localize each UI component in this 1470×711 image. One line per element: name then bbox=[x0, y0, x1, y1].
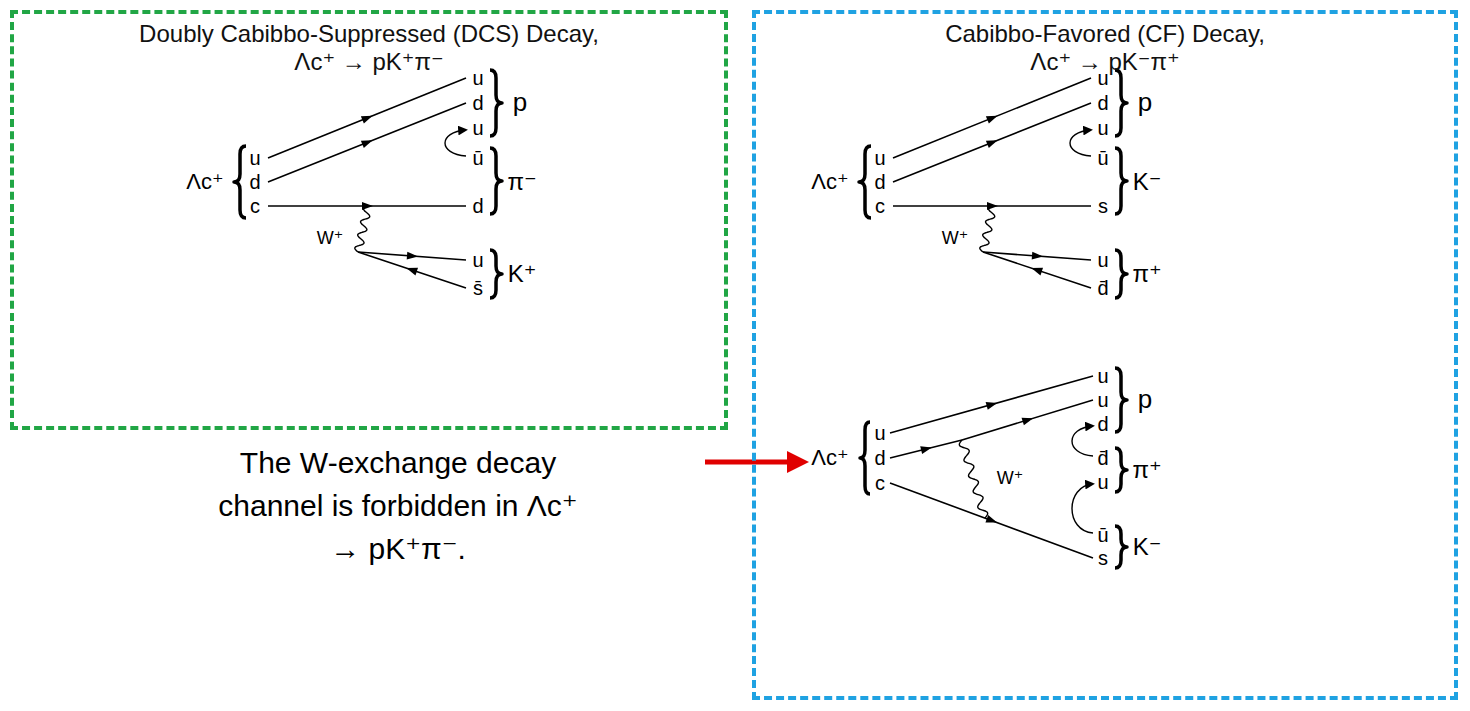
particle-label: ū bbox=[472, 147, 483, 170]
particle-label: K⁻ bbox=[1133, 168, 1162, 196]
particle-label: π⁻ bbox=[507, 168, 536, 196]
w-boson-line bbox=[355, 206, 370, 252]
pair-creation-arrow bbox=[1072, 484, 1093, 533]
quark-arrow bbox=[1032, 252, 1044, 261]
particle-label: u bbox=[1097, 389, 1108, 412]
quark-arrow bbox=[986, 399, 999, 410]
particle-label: u bbox=[472, 67, 483, 90]
particle-label: u bbox=[472, 249, 483, 272]
quark-line bbox=[893, 78, 1091, 158]
quark-arrow bbox=[1030, 264, 1043, 275]
brace bbox=[490, 250, 502, 298]
particle-label: p bbox=[1138, 385, 1152, 415]
brace bbox=[1115, 148, 1127, 214]
particle-label: s bbox=[1098, 547, 1108, 570]
quark-line bbox=[962, 400, 1093, 440]
particle-label: u bbox=[1097, 249, 1108, 272]
particle-label: u bbox=[874, 147, 885, 170]
particle-label: K⁺ bbox=[508, 260, 537, 288]
note-text: The W-exchange decay channel is forbidde… bbox=[218, 441, 578, 570]
particle-label: d bbox=[1097, 92, 1108, 115]
particle-label: d bbox=[874, 447, 885, 470]
particle-label: Λc⁺ bbox=[811, 445, 848, 470]
brace bbox=[860, 422, 870, 494]
quark-line bbox=[983, 252, 1091, 288]
quark-arrow bbox=[920, 444, 933, 454]
quark-line bbox=[890, 376, 1093, 433]
brace bbox=[490, 148, 502, 214]
particle-label: Λc⁺ bbox=[186, 169, 223, 194]
quark-line bbox=[358, 252, 466, 288]
particle-label: π⁺ bbox=[1132, 260, 1161, 288]
particle-label: d̄ bbox=[1097, 447, 1108, 470]
particle-label: u bbox=[472, 117, 483, 140]
particle-label: W⁺ bbox=[942, 228, 969, 249]
particle-label: d bbox=[472, 195, 483, 218]
w-boson-line bbox=[980, 206, 995, 252]
brace bbox=[234, 146, 246, 218]
quark-line bbox=[893, 103, 1091, 182]
brace bbox=[1115, 250, 1127, 298]
pair-creation-arrow bbox=[1072, 426, 1093, 456]
particle-label: d bbox=[874, 171, 885, 194]
brace bbox=[859, 146, 871, 218]
particle-label: u bbox=[249, 147, 260, 170]
particle-label: u bbox=[1097, 471, 1108, 494]
quark-arrow bbox=[361, 137, 374, 149]
particle-label: s̄ bbox=[473, 277, 483, 300]
quark-arrow bbox=[986, 112, 999, 124]
particle-label: d bbox=[472, 92, 483, 115]
particle-label: p bbox=[513, 88, 527, 118]
dashed-panel: Doubly Cabibbo-Suppressed (DCS) Decay, Λ… bbox=[10, 10, 728, 430]
particle-label: Λc⁺ bbox=[811, 169, 848, 194]
brace bbox=[1115, 70, 1127, 136]
particle-label: ū bbox=[1097, 524, 1108, 547]
brace bbox=[490, 70, 502, 136]
particle-label: ū bbox=[1097, 147, 1108, 170]
particle-label: K⁻ bbox=[1133, 533, 1162, 561]
quark-line bbox=[983, 252, 1091, 260]
quark-line bbox=[268, 78, 466, 158]
quark-line bbox=[268, 103, 466, 182]
pair-creation-arrow bbox=[445, 130, 466, 156]
quark-line bbox=[890, 440, 962, 458]
quark-line bbox=[890, 483, 1093, 558]
quark-arrow bbox=[361, 112, 374, 124]
brace bbox=[1115, 526, 1127, 568]
particle-label: d bbox=[249, 171, 260, 194]
quark-arrow bbox=[407, 252, 419, 261]
particle-label: c bbox=[250, 195, 260, 218]
quark-line bbox=[358, 252, 466, 260]
particle-label: p bbox=[1138, 88, 1152, 118]
brace bbox=[1115, 368, 1127, 432]
particle-label: d̄ bbox=[1097, 277, 1108, 300]
particle-label: u bbox=[1097, 365, 1108, 388]
particle-label: π⁺ bbox=[1132, 456, 1161, 484]
particle-label: s bbox=[1098, 195, 1108, 218]
particle-label: u bbox=[1097, 117, 1108, 140]
panel-title: Doubly Cabibbo-Suppressed (DCS) Decay, Λ… bbox=[129, 20, 609, 76]
brace bbox=[1115, 448, 1127, 492]
particle-label: W⁺ bbox=[317, 228, 344, 249]
pair-creation-arrow bbox=[1070, 130, 1091, 156]
w-boson-line bbox=[959, 440, 987, 518]
particle-label: d bbox=[1097, 413, 1108, 436]
particle-label: u bbox=[1097, 67, 1108, 90]
quark-arrow bbox=[1022, 414, 1035, 425]
particle-label: c bbox=[875, 195, 885, 218]
quark-arrow bbox=[985, 515, 998, 526]
quark-arrow bbox=[405, 264, 418, 275]
quark-arrow bbox=[986, 137, 999, 149]
particle-label: W⁺ bbox=[997, 468, 1024, 489]
particle-label: u bbox=[874, 422, 885, 445]
particle-label: c bbox=[875, 472, 885, 495]
